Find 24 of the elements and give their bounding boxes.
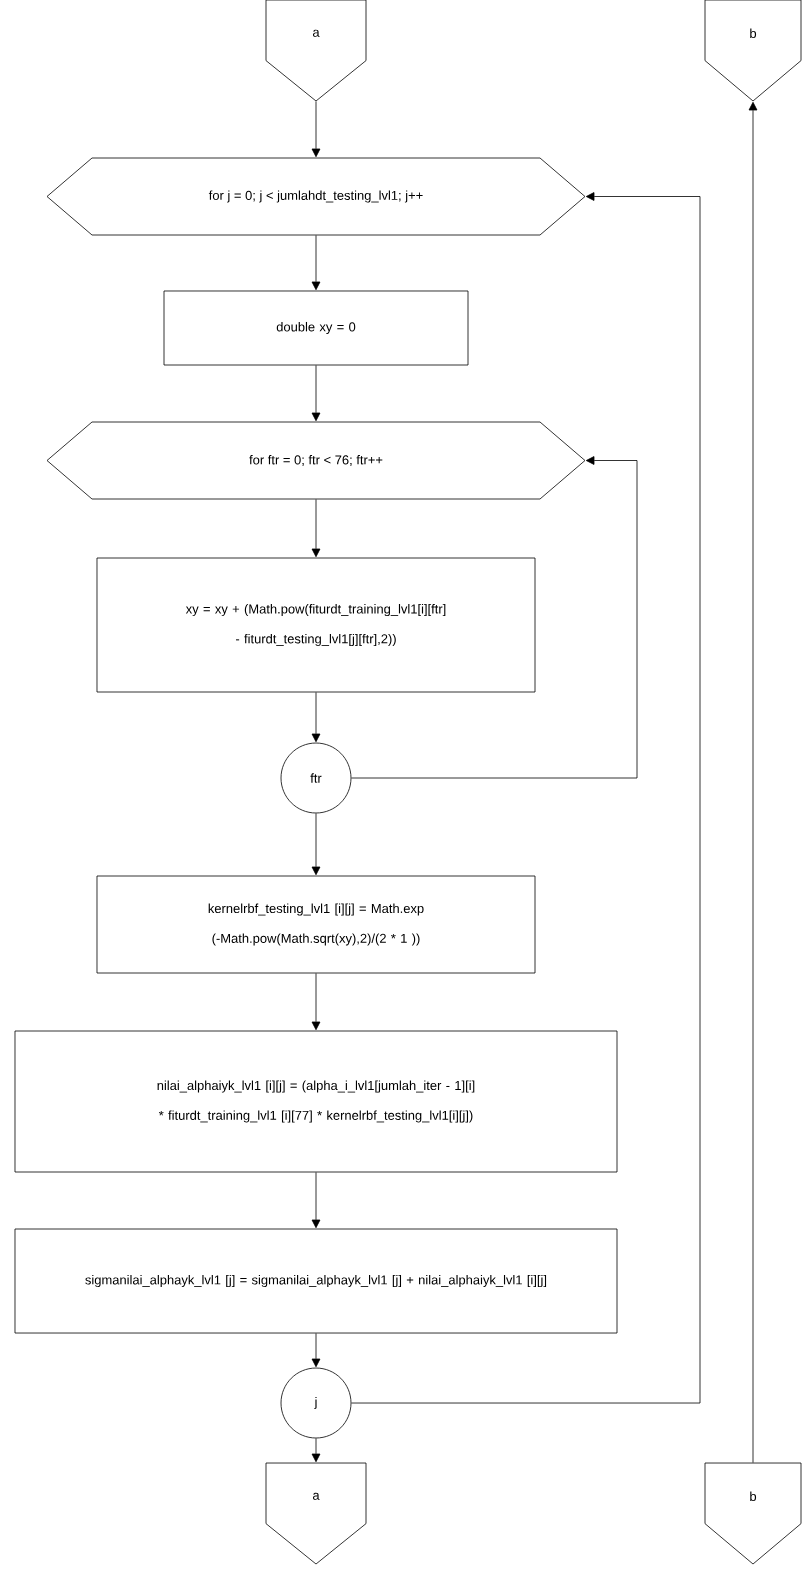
arrow: [311, 1438, 321, 1463]
process-box: sigmanilai_alphayk_lvl1 [j] = sigmanilai_alphayk_lvl1 [j] + nilai_alphaiyk_lvl1 [i][j]: [14, 1228, 618, 1334]
offpage-connector: a: [265, 1462, 367, 1565]
arrow: [351, 192, 701, 1404]
process-box: nilai_alphaiyk_lvl1 [i][j] = (alpha_i_lvl1[jumlah_iter - 1][i] * fiturdt_training_lvl1 [i][77] * kernelrbf_testing_lvl1[i][j]): [14, 1030, 618, 1173]
arrow: [311, 813, 321, 876]
arrow: [748, 101, 758, 1463]
arrow: [311, 235, 321, 291]
arrow: [311, 1333, 321, 1368]
process-box: kernelrbf_testing_lvl1 [i][j] = Math.exp (-Math.pow(Math.sqrt(xy),2)/(2 * 1 )): [96, 875, 536, 974]
process-box: double xy = 0: [163, 290, 469, 366]
offpage-connector: b: [704, 0, 802, 102]
arrow: [311, 101, 321, 158]
offpage-connector: a: [265, 0, 367, 102]
process-box: xy = xy + (Math.pow(fiturdt_training_lvl1[i][ftr] - fiturdt_testing_lvl1[j][ftr],2)): [96, 557, 536, 693]
arrow: [311, 1172, 321, 1229]
arrow: [311, 499, 321, 558]
arrow: [311, 365, 321, 422]
arrow: [311, 973, 321, 1031]
loop-hexagon: for j = 0; j < jumlahdt_testing_lvl1; j++: [46, 157, 586, 236]
arrow: [311, 692, 321, 743]
offpage-connector: b: [704, 1462, 802, 1565]
arrow: [351, 456, 638, 779]
loop-hexagon: for ftr = 0; ftr < 76; ftr++: [46, 421, 586, 500]
